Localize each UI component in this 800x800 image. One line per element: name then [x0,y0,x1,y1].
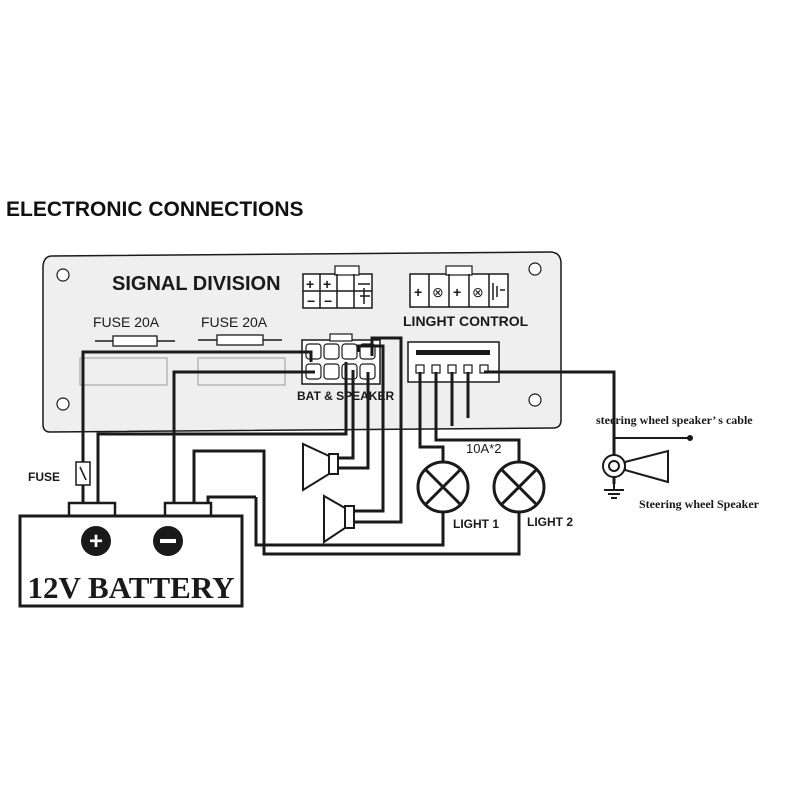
mount-hole-icon [56,268,70,282]
svg-text:−: − [307,293,315,309]
battery-positive-terminal [67,501,117,518]
svg-text:+: + [306,276,314,292]
signal-division-panel: SIGNAL DIVISION FUSE 20A FUSE 20A [42,251,562,433]
svg-text:−: − [324,293,332,309]
panel-title: SIGNAL DIVISION [112,273,281,295]
svg-text:⊗: ⊗ [472,284,484,300]
svg-text:+: + [89,528,103,555]
fuse-slot-left [79,357,168,386]
lamp-rating: 10A*2 [466,441,501,456]
battery-plus-icon [81,526,111,556]
mount-hole-icon [528,262,542,276]
battery: + 12V BATTERY [18,501,244,608]
steering-wheel-speaker-icon [602,449,669,484]
mount-hole-icon [528,393,542,407]
fuse-right-icon [198,334,282,346]
light-2-icon [492,460,546,514]
speaker-2-icon [323,494,355,544]
inline-fuse-label: FUSE [28,470,60,484]
battery-negative-terminal [163,501,213,518]
mount-hole-icon [56,397,70,411]
speaker-1-icon [302,442,339,492]
light-1-label: LIGHT 1 [453,517,499,531]
inline-fuse-icon [75,461,91,486]
steering-speaker-label: Steering wheel Speaker [639,497,760,511]
light-2-label: LIGHT 2 [527,515,573,529]
svg-text:+: + [323,276,331,292]
power-connector-icon: + + − − [302,265,373,309]
light-control-label: LINGHT CONTROL [403,313,529,329]
svg-text:⊗: ⊗ [432,284,444,300]
svg-text:+: + [453,284,461,300]
light-1-icon [416,460,470,514]
fuse-left-icon [95,335,175,347]
wires [81,336,693,556]
fuse-right-label: FUSE 20A [201,314,268,330]
diagram-title: ELECTRONIC CONNECTIONS [6,198,304,221]
svg-text:+: + [414,284,422,300]
light-connector-icon: + ⊗ + ⊗ [409,265,509,308]
steering-cable-label: steering wheel speaker’ s cable [596,413,753,427]
fuse-left-label: FUSE 20A [93,314,160,330]
battery-label: 12V BATTERY [27,570,234,605]
